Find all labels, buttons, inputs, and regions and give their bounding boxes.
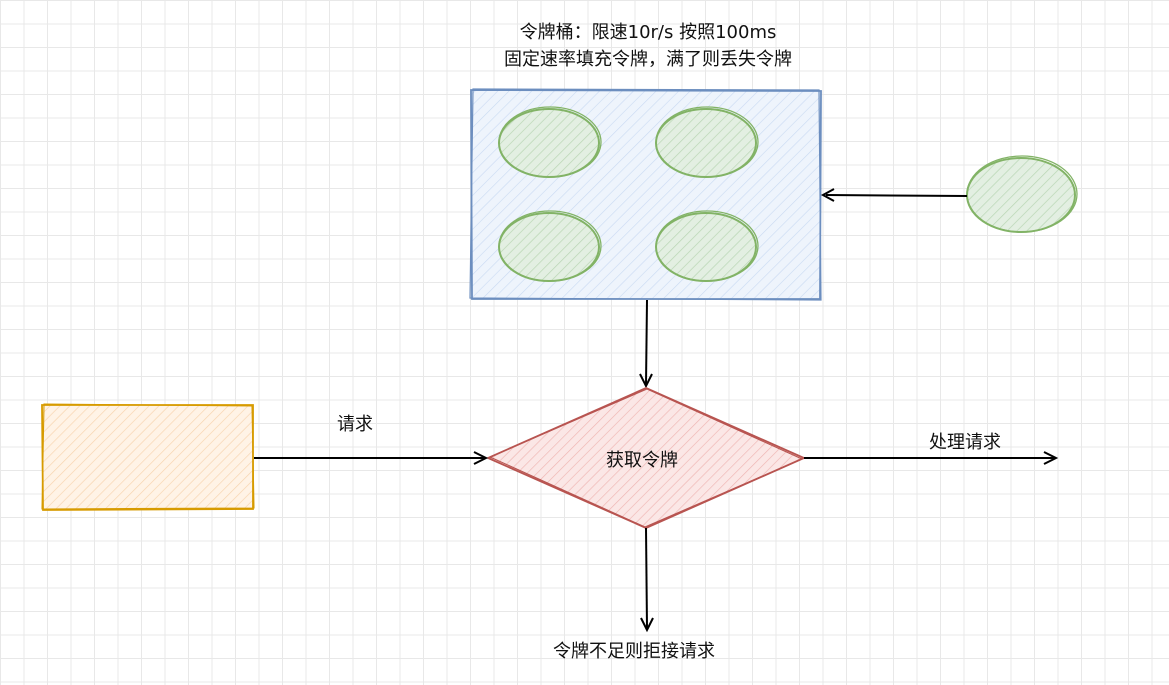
process-request-label: 处理请求 <box>929 432 1001 453</box>
token-top-right <box>655 106 759 178</box>
arrow-fill-token <box>820 188 968 202</box>
token-bottom-left <box>498 210 602 282</box>
token-top-left <box>498 106 602 178</box>
acquire-token-label: 获取令牌 <box>606 450 678 471</box>
arrow-request <box>254 451 489 465</box>
bucket-title-line-1: 令牌桶：限速10r/s 按照100ms <box>519 22 777 43</box>
request-source-box <box>41 403 255 511</box>
request-label: 请求 <box>337 414 373 435</box>
arrow-bucket-to-decision <box>639 299 653 389</box>
arrow-process-request <box>804 451 1059 465</box>
bucket-title-line-2: 固定速率填充令牌，满了则丢失令牌 <box>504 49 792 70</box>
reject-request-label: 令牌不足则拒接请求 <box>553 641 715 662</box>
arrow-reject-request <box>640 527 654 633</box>
incoming-token <box>966 155 1078 233</box>
token-bottom-right <box>655 210 759 282</box>
